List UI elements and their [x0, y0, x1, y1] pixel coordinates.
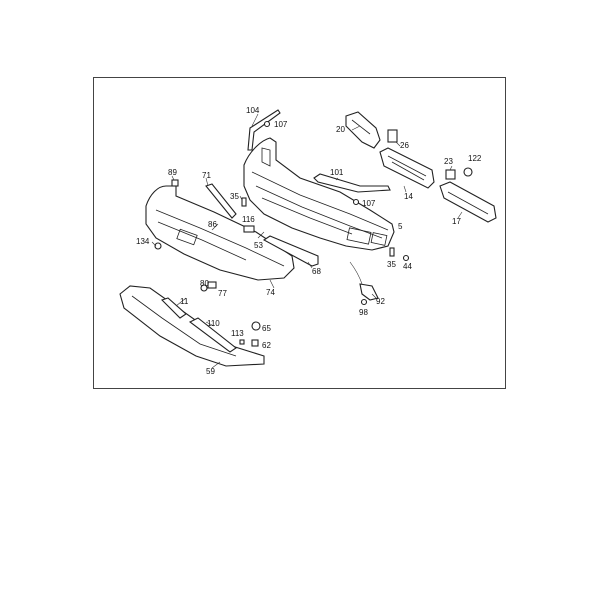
bolt-134 [154, 242, 162, 250]
part-92 [359, 283, 379, 301]
trim-71 [205, 183, 237, 219]
callout-113: 113 [231, 329, 244, 338]
strip-68 [262, 235, 319, 267]
callout-122: 122 [468, 154, 482, 163]
reinforcement-17 [439, 181, 497, 223]
callout-98: 98 [359, 308, 368, 317]
callout-62: 62 [262, 341, 271, 350]
callout-17: 17 [452, 217, 461, 226]
part-65 [251, 321, 261, 331]
callout-26: 26 [400, 141, 409, 150]
clip-89 [171, 179, 179, 187]
part-113 [239, 339, 245, 345]
spoiler-59 [119, 285, 265, 367]
fastener-35b [389, 247, 395, 257]
bracket-23 [445, 169, 456, 180]
insert-11 [160, 297, 187, 319]
callout-53: 53 [254, 241, 263, 250]
callout-35: 35 [230, 192, 239, 201]
nut-122 [463, 167, 473, 177]
callout-71: 71 [202, 171, 211, 180]
callout-59: 59 [206, 367, 215, 376]
part-77 [207, 281, 217, 289]
part-98 [360, 298, 368, 306]
callout-107: 107 [362, 199, 376, 208]
grille-110 [188, 317, 237, 353]
reinforcement-14 [379, 147, 435, 189]
callout-44: 44 [403, 262, 412, 271]
callout-107: 107 [274, 120, 288, 129]
callout-65: 65 [262, 324, 271, 333]
part-80 [200, 284, 208, 292]
front-bumper-cover [243, 137, 395, 251]
clip-26 [387, 129, 398, 143]
bracket-20 [345, 111, 381, 149]
callout-5: 5 [398, 222, 403, 231]
callout-104: 104 [246, 106, 260, 115]
callout-14: 14 [404, 192, 413, 201]
callout-110: 110 [207, 319, 220, 328]
bumper-trim-strip [247, 109, 281, 151]
callout-77: 77 [218, 289, 227, 298]
callout-116: 116 [242, 215, 255, 224]
callout-89: 89 [168, 168, 177, 177]
callout-86: 86 [208, 220, 217, 229]
trim-strip-101 [313, 173, 391, 193]
callout-74: 74 [266, 288, 275, 297]
callout-68: 68 [312, 267, 321, 276]
clip-icon [263, 120, 271, 128]
callouts: 104 107 20 26 23 122 89 71 101 14 17 35 … [136, 106, 482, 376]
callout-80: 80 [200, 279, 209, 288]
callout-92: 92 [376, 297, 385, 306]
part-44 [402, 254, 410, 262]
part-62 [251, 339, 259, 347]
callout-20: 20 [336, 125, 345, 134]
callout-23: 23 [444, 157, 453, 166]
part-116 [243, 225, 255, 233]
clip-icon [352, 198, 360, 206]
callout-11: 11 [180, 297, 189, 306]
callout-101: 101 [330, 168, 344, 177]
rear-bumper [145, 185, 295, 281]
callout-134: 134 [136, 237, 150, 246]
fastener-35 [241, 197, 247, 207]
leader-lines [151, 113, 463, 369]
callout-35: 35 [387, 260, 396, 269]
